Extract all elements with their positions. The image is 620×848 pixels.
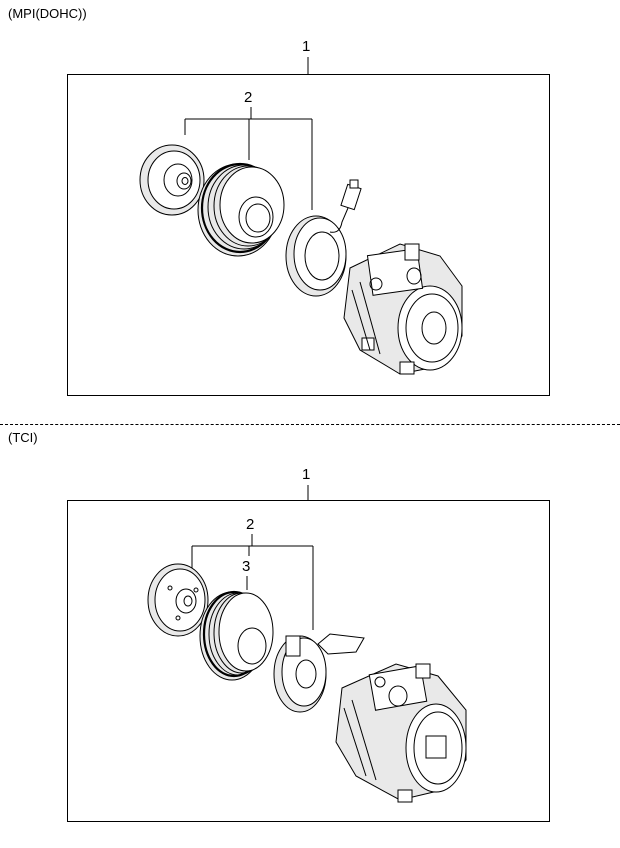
- section-divider: [0, 424, 620, 425]
- clutch-plate-mpi: [139, 144, 205, 216]
- compressor-mpi: [343, 243, 463, 375]
- callout-1-mpi: 1: [302, 38, 311, 55]
- callout-2-mpi: 2: [244, 89, 253, 106]
- assembly-frame-mpi: [67, 74, 550, 396]
- section-label-mpi-dohc: (MPI(DOHC)): [8, 6, 87, 21]
- field-coil-mpi: [285, 179, 362, 297]
- clutch-plate-tci: [147, 563, 209, 637]
- callout-1-tci: 1: [302, 466, 311, 483]
- pulley-tci: [199, 590, 274, 681]
- compressor-tci: [335, 663, 467, 803]
- callout-3-tci: 3: [242, 558, 251, 575]
- section-label-tci: (TCI): [8, 430, 38, 445]
- field-coil-tci: [273, 633, 365, 713]
- leader-bracket-2-mpi: [184, 107, 313, 210]
- pulley-mpi: [197, 162, 285, 257]
- assembly-frame-tci: [67, 500, 550, 822]
- callout-2-tci: 2: [246, 516, 255, 533]
- leader-bracket-2-tci: [191, 534, 314, 630]
